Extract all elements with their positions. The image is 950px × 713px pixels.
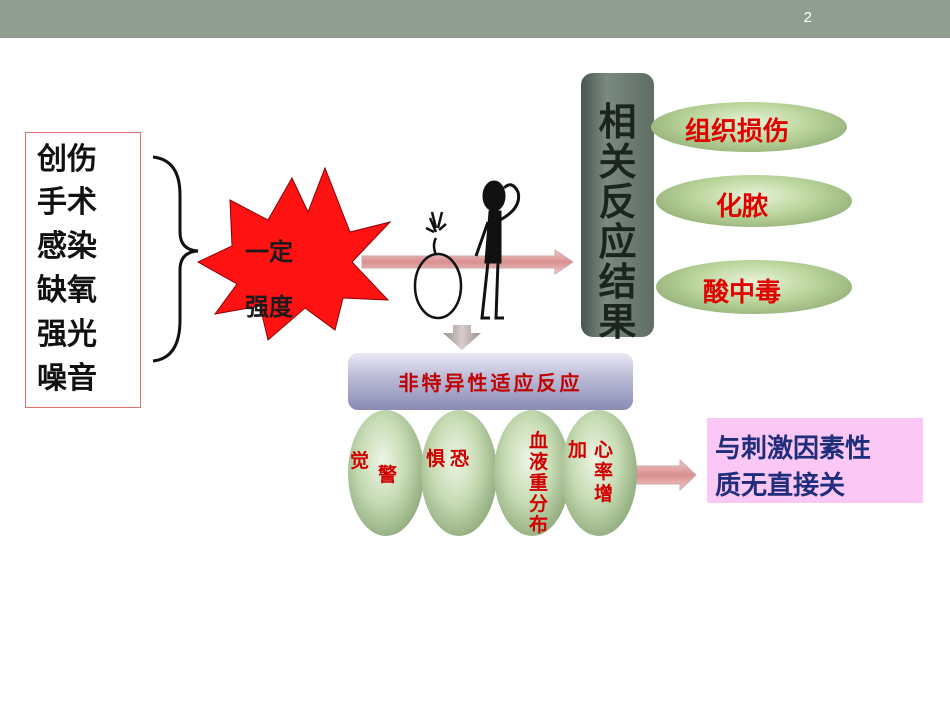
- outcome-oval: 组织损伤: [651, 102, 847, 152]
- note-line: 与刺激因素性: [715, 434, 872, 464]
- response-char: 警: [378, 464, 398, 486]
- results-char: 关: [598, 140, 637, 184]
- down-arrow: [443, 325, 481, 350]
- brace-shape: [152, 155, 199, 363]
- response-char: 重: [529, 472, 549, 494]
- response-oval: [561, 410, 637, 536]
- stimulus-item: 缺氧: [37, 273, 97, 308]
- stimuli-box: 创伤 手术 感染 缺氧 强光 噪音: [25, 132, 141, 408]
- response-char: 布: [529, 514, 549, 536]
- results-char: 结: [598, 260, 637, 304]
- response-char: 率: [594, 461, 614, 483]
- nonspecific-response-band: 非特异性适应反应: [348, 353, 633, 410]
- results-char: 反: [598, 180, 637, 224]
- response-char: 分: [529, 493, 549, 515]
- title-bar: 2: [0, 0, 950, 38]
- response-char: 血: [529, 430, 549, 452]
- note-arrow: [632, 458, 697, 492]
- stimulus-item: 创伤: [37, 142, 97, 177]
- response-char: 增: [594, 483, 614, 505]
- burst-label-line2: 强度: [245, 293, 293, 321]
- response-oval: [494, 410, 570, 536]
- note-line: 质无直接关: [715, 471, 846, 501]
- response-oval: [348, 410, 424, 536]
- outcome-label: 组织损伤: [685, 117, 790, 147]
- intensity-burst: [196, 166, 392, 341]
- response-char: 心: [594, 439, 614, 461]
- outcome-label: 化脓: [716, 192, 769, 222]
- stimulus-item: 强光: [37, 317, 97, 352]
- flow-arrow: [361, 249, 574, 275]
- response-char: 觉: [350, 450, 370, 472]
- response-char: 液: [529, 451, 549, 473]
- results-bar: 相 关 反 应 结 果: [581, 73, 654, 344]
- outcome-label: 酸中毒: [703, 278, 782, 308]
- stimulus-item: 噪音: [37, 361, 97, 396]
- stimulus-item: 感染: [37, 229, 97, 264]
- person-figure: [474, 180, 521, 320]
- results-char: 应: [598, 220, 637, 264]
- response-char: 惧: [426, 448, 446, 470]
- response-char: 恐: [450, 448, 470, 470]
- band-label: 非特异性适应反应: [398, 371, 583, 395]
- response-char: 加: [568, 439, 588, 461]
- bomb-figure: [413, 211, 463, 320]
- response-oval: [421, 410, 497, 536]
- stimulus-item: 手术: [37, 185, 97, 220]
- results-char: 相: [598, 100, 637, 144]
- results-char: 果: [598, 300, 637, 344]
- outcome-oval: 化脓: [656, 175, 852, 227]
- page-number: 2: [803, 9, 812, 26]
- outcome-oval: 酸中毒: [656, 260, 852, 314]
- burst-label-line1: 一定: [245, 238, 293, 266]
- note-box: 与刺激因素性 质无直接关: [707, 418, 923, 503]
